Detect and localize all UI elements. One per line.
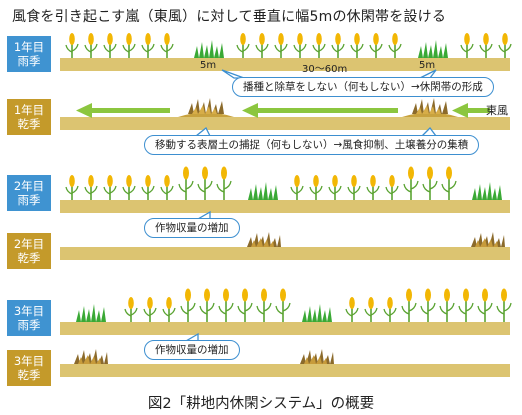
callout-yield-increase-year2: 作物収量の増加 bbox=[144, 218, 240, 238]
wind-label: 東風 bbox=[486, 104, 508, 117]
callout-soil-capture: 移動する表層土の捕捉（何もしない）→風食抑制、土壌養分の集積 bbox=[144, 135, 480, 155]
diagram-title: 風食を引き起こす嵐（東風）に対して垂直に幅5mの休閑帯を設ける bbox=[12, 9, 447, 25]
ground-strip-row4 bbox=[60, 247, 510, 260]
dimension-right-strip: 5m bbox=[419, 60, 436, 71]
row-badge-year1-rain: 1年目雨季 bbox=[7, 36, 51, 72]
row3-crops bbox=[65, 165, 502, 201]
row-badge-year2-dry: 2年目乾季 bbox=[7, 233, 51, 269]
callout-fallow-formation: 播種と除草をしない（何もしない）→休閑帯の形成 bbox=[232, 77, 494, 97]
figure-caption: 図2「耕地内休閑システム」の概要 bbox=[147, 396, 375, 412]
ground-strip-row2 bbox=[60, 117, 510, 130]
row1-crops bbox=[65, 32, 512, 59]
ground-strip-row6 bbox=[60, 364, 510, 377]
dimension-left-strip: 5m bbox=[200, 60, 217, 71]
row2-residue bbox=[178, 98, 458, 117]
row-badge-year1-dry: 1年目乾季 bbox=[7, 99, 51, 135]
ground-strip-row1 bbox=[60, 58, 510, 71]
callout-yield-increase-year3: 作物収量の増加 bbox=[144, 340, 240, 360]
row-badge-year3-rain: 3年目雨季 bbox=[7, 300, 51, 336]
row-badge-year3-dry: 3年目乾季 bbox=[7, 350, 51, 386]
wind-arrows bbox=[76, 103, 490, 118]
row-badge-year2-rain: 2年目雨季 bbox=[7, 175, 51, 211]
ground-strip-row5 bbox=[60, 322, 510, 335]
dimension-interval: 30〜60m bbox=[302, 64, 348, 75]
row4-residue bbox=[247, 232, 505, 247]
row5-crops bbox=[76, 287, 512, 323]
ground-strip-row3 bbox=[60, 200, 510, 213]
